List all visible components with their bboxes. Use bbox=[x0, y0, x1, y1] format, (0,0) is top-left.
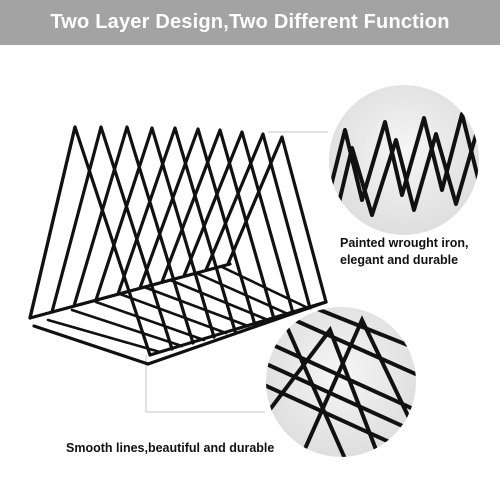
leader-lines bbox=[145, 131, 328, 413]
callout-smooth-lines: Smooth lines,beautiful and durable bbox=[66, 440, 274, 457]
detail-circle-top bbox=[329, 85, 479, 235]
callout-smooth-lines-text: Smooth lines,beautiful and durable bbox=[66, 441, 275, 455]
rack-front-triangles bbox=[28, 125, 328, 357]
callout-wrought-iron-line1: Painted wrought iron, bbox=[340, 236, 469, 250]
rack-base-rungs bbox=[46, 265, 310, 354]
callout-wrought-iron-line2: elegant and durable bbox=[340, 253, 459, 267]
wire-rack bbox=[28, 125, 328, 366]
detail-circle-bottom bbox=[266, 307, 416, 457]
title-banner: Two Layer Design,Two Different Function bbox=[0, 0, 500, 45]
callout-wrought-iron: Painted wrought iron, elegant and durabl… bbox=[340, 235, 468, 269]
banner-title: Two Layer Design,Two Different Function bbox=[50, 11, 450, 33]
leader-line-bottom bbox=[145, 355, 265, 413]
zigzag-wire-2 bbox=[329, 126, 479, 235]
product-scene bbox=[28, 85, 479, 457]
